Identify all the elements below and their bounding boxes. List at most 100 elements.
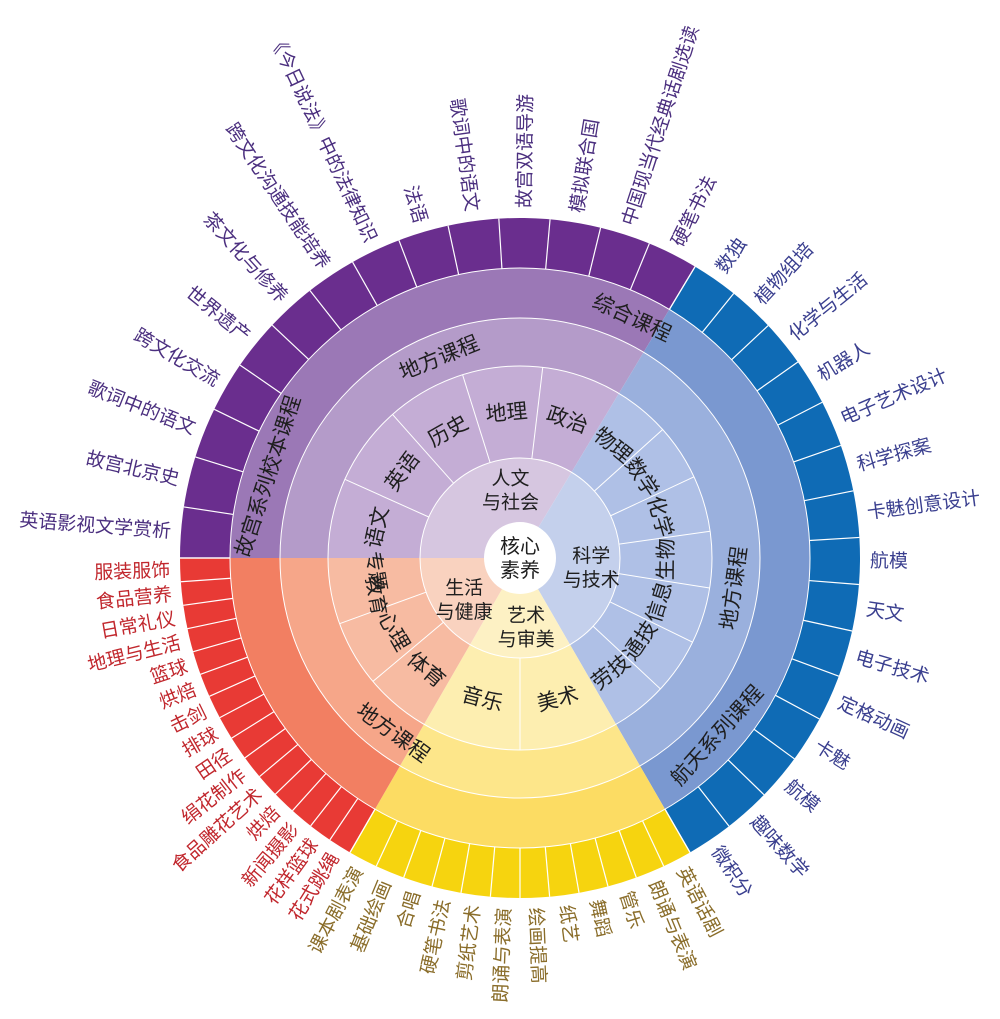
domain-label-line2: 与技术	[563, 569, 620, 591]
arts-course-divider	[489, 846, 496, 897]
humanities-course-divider	[398, 240, 418, 288]
humanities-course-divider	[629, 243, 650, 291]
arts-course-divider	[594, 837, 609, 887]
health-course-divider	[219, 693, 265, 719]
health-course-divider	[329, 798, 359, 841]
center-label-line2: 素养	[500, 558, 540, 582]
domain-label-line1: 科学	[572, 545, 610, 567]
domain-label-line1: 艺术	[507, 605, 545, 627]
course-label: 航模	[780, 775, 823, 816]
course-label: 化学与生活	[784, 268, 872, 345]
humanities-subject-divider	[462, 374, 491, 463]
science-course-divider	[668, 266, 696, 310]
health-course-divider	[193, 637, 242, 653]
course-label: 服装服饰	[94, 559, 171, 584]
humanities-band-sector	[280, 318, 644, 558]
arts-course-divider	[460, 843, 471, 893]
ring-border	[419, 457, 621, 659]
divider-lines	[180, 218, 860, 898]
center-circle	[484, 522, 556, 594]
science-course-divider	[701, 293, 735, 333]
subject-label: 生物	[654, 538, 678, 580]
humanities-course-divider	[498, 218, 503, 269]
science-subject-divider	[592, 625, 661, 690]
center-label-line1: 核心	[500, 534, 540, 558]
health-course-divider	[187, 617, 237, 630]
course-label: 硬笔书法	[667, 172, 721, 250]
humanities-course-divider	[271, 324, 310, 360]
science-subj-sector	[570, 393, 713, 725]
science-course-divider	[809, 579, 860, 586]
humanities-course-divider	[239, 364, 282, 394]
health-course-divider	[349, 808, 376, 853]
humanities-subject-divider	[344, 478, 429, 518]
course-label: 歌词中的语文	[445, 97, 482, 213]
course-label: 植物组培	[750, 238, 818, 309]
ring-border	[229, 267, 811, 849]
course-label: 绘画提高	[524, 907, 549, 984]
health-subject-divider	[339, 591, 427, 625]
course-label: 合唱	[393, 888, 425, 931]
domain-label-line2: 与健康	[436, 601, 493, 623]
health-course-divider	[209, 675, 256, 697]
course-label: 舞蹈	[585, 897, 615, 939]
arts-course-divider	[375, 820, 398, 867]
sector-rings	[180, 218, 860, 898]
domain-label-line2: 与社会	[482, 492, 539, 514]
arts-ring-sector	[375, 765, 665, 848]
course-label: 法语	[399, 183, 431, 226]
science-course-divider	[697, 786, 730, 827]
humanities-ring-sector	[230, 267, 670, 558]
science-course-divider	[731, 325, 769, 361]
course-label: 世界遗产	[182, 282, 255, 347]
humanities-course-divider	[447, 225, 460, 275]
science-subject-divider	[609, 601, 693, 643]
arts-course-divider	[544, 846, 551, 897]
health-outer-sector	[180, 558, 375, 853]
health-band-sector	[280, 558, 424, 766]
humanities-outer-sector	[180, 218, 696, 558]
course-label: 科学探案	[855, 435, 934, 476]
course-label: 卡魅	[810, 735, 854, 774]
domain-label-line2: 与审美	[498, 629, 555, 651]
course-label: 电子技术	[853, 646, 932, 689]
science-course-divider	[804, 490, 854, 502]
health-subject-divider	[372, 621, 444, 682]
domain-label-line1: 人文	[492, 468, 530, 490]
science-ring-sector	[640, 309, 811, 810]
science-course-divider	[791, 658, 840, 677]
ring-border	[279, 317, 761, 799]
health-course-divider	[292, 773, 327, 812]
course-label: 定格动画	[834, 692, 912, 743]
health-course-divider	[180, 577, 231, 583]
science-course-divider	[803, 619, 853, 632]
humanities-course-divider	[213, 408, 260, 432]
health-subj-sector	[328, 558, 470, 725]
course-label: 故宫双语导游	[514, 94, 537, 208]
arts-core-sector	[470, 558, 570, 658]
arts-course-divider	[431, 837, 446, 887]
science-core-sector	[520, 472, 620, 645]
course-label: 模拟联合国	[566, 117, 603, 214]
science-course-divider	[793, 444, 842, 463]
humanities-subj-sector	[328, 366, 619, 558]
science-course-divider	[753, 728, 795, 760]
course-label: 硬笔书法	[417, 897, 455, 976]
domain-label-line1: 生活	[445, 577, 483, 599]
ring-border	[327, 365, 713, 751]
humanities-course-divider	[588, 227, 602, 277]
science-outer-sector	[665, 266, 860, 853]
course-label: 卡魅创意设计	[866, 487, 982, 524]
arts-course-divider	[403, 830, 422, 878]
health-course-divider	[310, 786, 342, 827]
course-label: 航模	[870, 550, 908, 572]
humanities-course-divider	[183, 506, 234, 516]
course-label: 英语影视文学赏析	[19, 509, 172, 542]
course-label: 纸艺	[555, 904, 582, 945]
